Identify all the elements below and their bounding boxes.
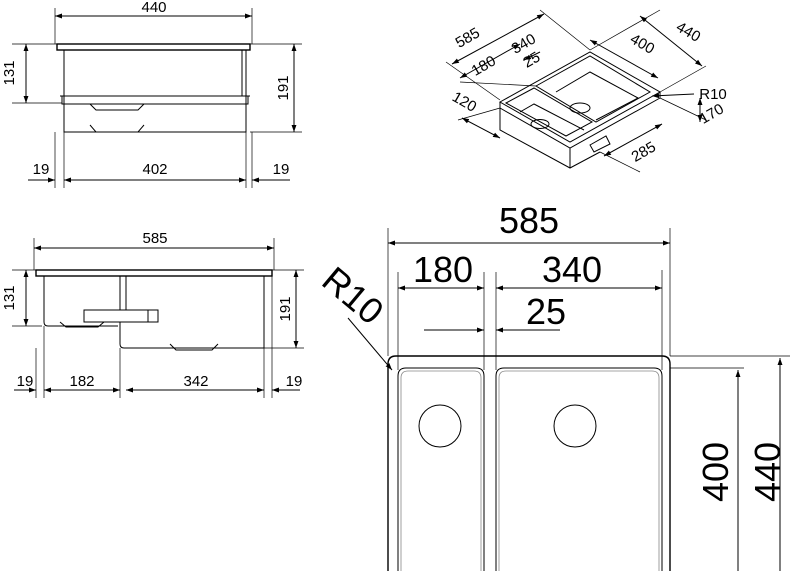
- iso-dim-585: 585: [453, 24, 483, 51]
- plan-dim-340: 340: [542, 249, 602, 290]
- dim-rim-right-19: 19: [286, 373, 303, 390]
- iso-radius-r10: R10: [699, 86, 727, 103]
- plan-radius-r10: R10: [315, 258, 392, 332]
- dim-width-440: 440: [141, 0, 166, 16]
- side-view-double: 585 131 191 19 182 342: [1, 230, 304, 398]
- dim-width-585: 585: [142, 230, 167, 247]
- dim-rim-left-19: 19: [33, 161, 50, 178]
- dim-inner-402: 402: [142, 161, 167, 178]
- plan-dim-180: 180: [413, 249, 473, 290]
- plan-dim-25: 25: [526, 291, 566, 332]
- iso-dim-120: 120: [449, 88, 479, 115]
- dim-rim-right-19: 19: [273, 161, 290, 178]
- plan-dim-585: 585: [499, 200, 559, 241]
- iso-dim-285: 285: [629, 138, 659, 165]
- dim-small-bowl-182: 182: [69, 373, 94, 390]
- iso-dim-170: 170: [697, 100, 727, 127]
- dim-height-191: 191: [277, 296, 294, 321]
- dim-rim-left-19: 19: [17, 373, 34, 390]
- dim-height-131: 131: [1, 285, 18, 310]
- dim-height-131: 131: [1, 60, 18, 85]
- plan-dim-400: 400: [695, 442, 736, 502]
- iso-dim-440: 440: [673, 18, 703, 45]
- plan-dim-440: 440: [747, 442, 788, 502]
- side-view-single: 440 131 191 19 402 19: [1, 0, 302, 188]
- iso-dim-400: 400: [627, 30, 657, 57]
- dim-large-bowl-342: 342: [183, 373, 208, 390]
- dim-height-191: 191: [275, 75, 292, 100]
- iso-dim-180: 180: [469, 52, 499, 79]
- plan-view: 585 180 340 25 R10 400 440: [315, 200, 790, 571]
- iso-dim-25: 25: [520, 49, 543, 72]
- isometric-view: 585 340 180 25 120 400 440 R10 170 285: [445, 9, 727, 173]
